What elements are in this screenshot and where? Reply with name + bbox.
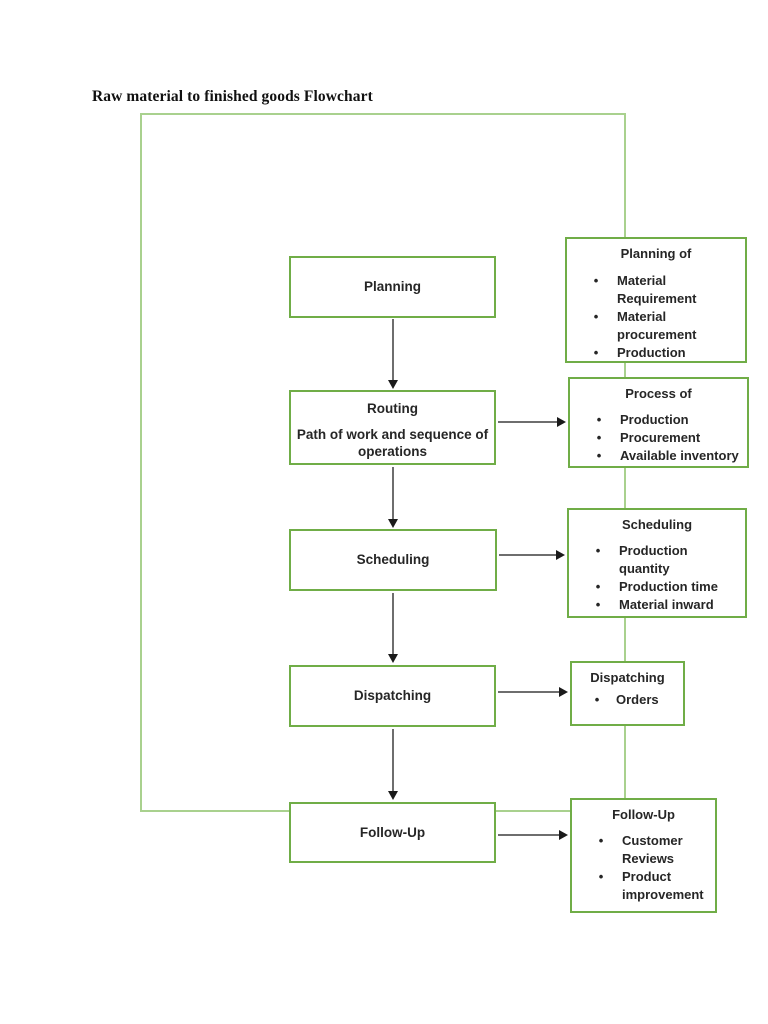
- detail-box-header: Dispatching: [590, 670, 665, 685]
- bullet-item: • Material inward: [569, 596, 745, 614]
- bullet-item: • Production: [570, 411, 747, 429]
- arrow-head-right-icon: [559, 687, 568, 697]
- bullet-text: Material procurement: [617, 309, 697, 342]
- bullet-text: Material inward: [619, 597, 714, 612]
- arrow-head-right-icon: [557, 417, 566, 427]
- down-arrow: [388, 467, 398, 528]
- arrow-line: [392, 467, 394, 519]
- step-label: Planning: [364, 279, 421, 295]
- arrow-head-down-icon: [388, 380, 398, 389]
- flowchart-container: Planning Routing Path of work and sequen…: [140, 113, 749, 913]
- step-box-dispatching: Dispatching: [289, 665, 496, 727]
- detail-box-dispatching: Dispatching • Orders: [570, 661, 685, 726]
- bullet-item: • Material Requirement: [567, 272, 745, 308]
- bullet-icon: •: [596, 448, 602, 463]
- down-arrow: [388, 319, 398, 389]
- arrow-line: [498, 421, 557, 423]
- down-arrow: [388, 593, 398, 663]
- step-description: Path of work and sequence of operations: [296, 426, 489, 460]
- right-arrow: [498, 830, 568, 840]
- bullet-item: • Procurement: [570, 429, 747, 447]
- bullet-item: • Orders: [572, 691, 683, 709]
- arrow-head-down-icon: [388, 519, 398, 528]
- arrow-line: [392, 729, 394, 791]
- bullet-icon: •: [593, 309, 599, 324]
- step-label: Scheduling: [356, 552, 430, 568]
- arrow-head-right-icon: [556, 550, 565, 560]
- arrow-head-right-icon: [559, 830, 568, 840]
- bullet-icon: •: [593, 273, 599, 288]
- bullet-text: Production time: [619, 579, 718, 594]
- step-box-scheduling: Scheduling: [289, 529, 497, 591]
- page-title: Raw material to finished goods Flowchart: [92, 88, 373, 105]
- bullet-icon: •: [596, 412, 602, 427]
- bullet-item: • Available inventory: [570, 447, 747, 465]
- bullet-text: Material Requirement: [617, 273, 697, 306]
- bullet-icon: •: [594, 692, 600, 707]
- arrow-line: [392, 319, 394, 380]
- right-arrow: [499, 550, 565, 560]
- arrow-head-down-icon: [388, 654, 398, 663]
- bullet-icon: •: [595, 579, 601, 594]
- step-box-follow-up: Follow-Up: [289, 802, 496, 863]
- bullet-text: Production quantity: [619, 543, 688, 576]
- bullet-icon: •: [598, 869, 604, 884]
- bullet-text: Procurement: [620, 430, 701, 445]
- detail-box-process-of: Process of • Production • Procurement • …: [568, 377, 749, 468]
- bullet-icon: •: [595, 597, 601, 612]
- right-arrow: [498, 417, 566, 427]
- bullet-icon: •: [593, 345, 599, 360]
- bullet-text: Production: [620, 412, 689, 427]
- step-box-planning: Planning: [289, 256, 496, 318]
- bullet-item: • Production: [567, 344, 745, 362]
- arrow-line: [498, 834, 559, 836]
- bullet-text: Available inventory: [620, 448, 739, 463]
- bullet-item: • Production time: [569, 578, 745, 596]
- step-label: Routing: [367, 401, 418, 416]
- detail-box-planning-of: Planning of • Material Requirement • Mat…: [565, 237, 747, 363]
- step-label: Follow-Up: [359, 824, 426, 840]
- detail-box-header: Scheduling: [621, 517, 693, 532]
- bullet-text: Customer Reviews: [622, 833, 683, 866]
- bullet-item: • Product improvement: [572, 868, 715, 904]
- right-arrow: [498, 687, 568, 697]
- detail-box-scheduling: Scheduling • Production quantity • Produ…: [567, 508, 747, 618]
- arrow-line: [499, 554, 556, 556]
- bullet-icon: •: [595, 543, 601, 558]
- detail-box-header: Process of: [625, 386, 692, 401]
- bullet-icon: •: [598, 833, 604, 848]
- arrow-head-down-icon: [388, 791, 398, 800]
- bullet-item: • Production quantity: [569, 542, 745, 578]
- bullet-text: Orders: [616, 692, 659, 707]
- detail-box-header: Planning of: [620, 246, 692, 261]
- arrow-line: [392, 593, 394, 654]
- step-label: Dispatching: [353, 688, 432, 704]
- bullet-text: Production: [617, 345, 686, 360]
- step-box-routing: Routing Path of work and sequence of ope…: [289, 390, 496, 465]
- detail-box-header: Follow-Up: [612, 807, 675, 822]
- detail-box-follow-up: Follow-Up • Customer Reviews • Product i…: [570, 798, 717, 913]
- arrow-line: [498, 691, 559, 693]
- bullet-icon: •: [596, 430, 602, 445]
- bullet-item: • Material procurement: [567, 308, 745, 344]
- bullet-item: • Customer Reviews: [572, 832, 715, 868]
- down-arrow: [388, 729, 398, 800]
- bullet-text: Product improvement: [622, 869, 704, 902]
